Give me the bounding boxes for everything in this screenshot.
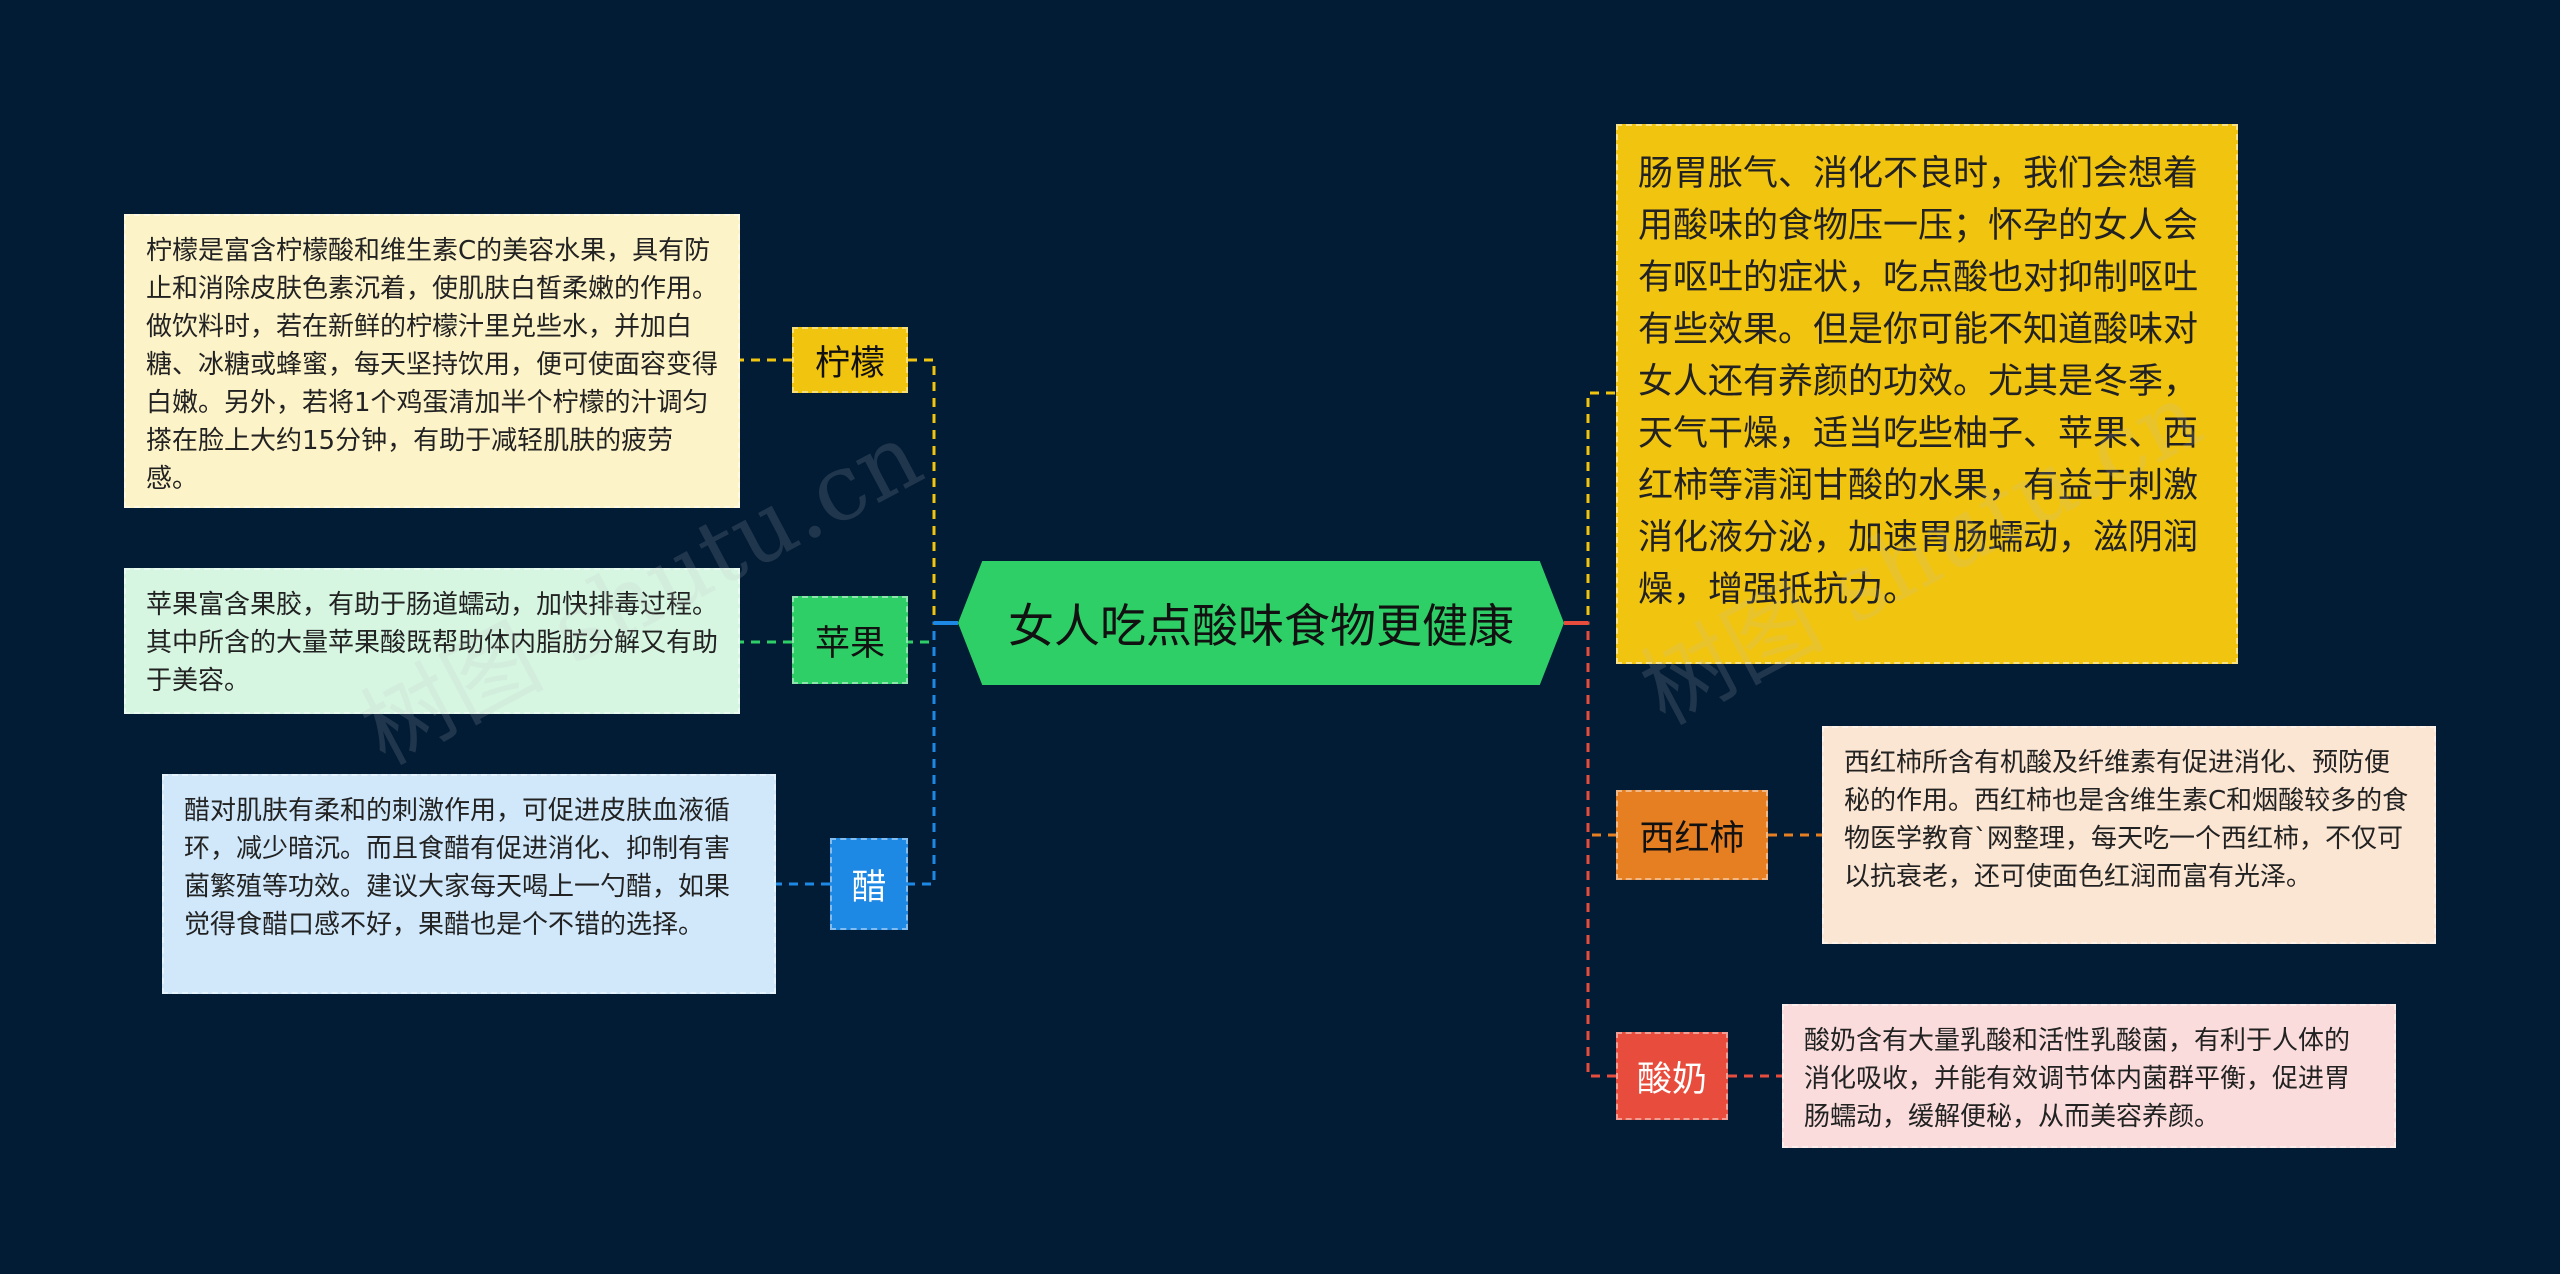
central-topic[interactable]: 女人吃点酸味食物更健康 <box>958 561 1564 685</box>
desc-lemon-text: 柠檬是富含柠檬酸和维生素C的美容水果，具有防止和消除皮肤色素沉着，使肌肤白皙柔嫩… <box>146 236 719 494</box>
connector-tomato <box>1564 621 1616 837</box>
connector-vinegar <box>908 621 958 886</box>
desc-apple: 苹果富含果胶，有助于肠道蠕动，加快排毒过程。其中所含的大量苹果酸既帮助体内脂肪分… <box>124 568 740 714</box>
topic-yogurt-label: 酸奶 <box>1636 1059 1707 1100</box>
topic-lemon-label: 柠檬 <box>814 343 885 384</box>
topic-lemon[interactable]: 柠檬 <box>792 327 908 393</box>
topic-vinegar-label: 醋 <box>851 867 887 908</box>
connector-lemon <box>908 358 958 625</box>
desc-vinegar: 醋对肌肤有柔和的刺激作用，可促进皮肤血液循环，减少暗沉。而且食醋有促进消化、抑制… <box>162 774 776 994</box>
desc-tomato: 西红柿所含有机酸及纤维素有促进消化、预防便秘的作用。西红柿也是含维生素C和烟酸较… <box>1822 726 2436 944</box>
topic-apple[interactable]: 苹果 <box>792 596 908 684</box>
desc-yogurt-text: 酸奶含有大量乳酸和活性乳酸菌，有利于人体的消化吸收，并能有效调节体内菌群平衡，促… <box>1804 1026 2351 1132</box>
desc-intro-text: 肠胃胀气、消化不良时，我们会想着用酸味的食物压一压；怀孕的女人会有呕吐的症状，吃… <box>1638 154 2199 610</box>
connector-intro <box>1564 391 1616 625</box>
desc-yogurt: 酸奶含有大量乳酸和活性乳酸菌，有利于人体的消化吸收，并能有效调节体内菌群平衡，促… <box>1782 1004 2396 1148</box>
topic-tomato[interactable]: 西红柿 <box>1616 790 1768 880</box>
desc-vinegar-text: 醋对肌肤有柔和的刺激作用，可促进皮肤血液循环，减少暗沉。而且食醋有促进消化、抑制… <box>184 796 731 940</box>
connector-yogurt <box>1564 621 1616 1078</box>
topic-apple-label: 苹果 <box>814 623 885 664</box>
desc-intro: 肠胃胀气、消化不良时，我们会想着用酸味的食物压一压；怀孕的女人会有呕吐的症状，吃… <box>1616 124 2238 664</box>
topic-yogurt[interactable]: 酸奶 <box>1616 1032 1728 1120</box>
desc-lemon: 柠檬是富含柠檬酸和维生素C的美容水果，具有防止和消除皮肤色素沉着，使肌肤白皙柔嫩… <box>124 214 740 508</box>
topic-tomato-label: 西红柿 <box>1639 818 1745 859</box>
central-topic-label: 女人吃点酸味食物更健康 <box>1008 599 1514 653</box>
topic-vinegar[interactable]: 醋 <box>830 838 908 930</box>
desc-tomato-text: 西红柿所含有机酸及纤维素有促进消化、预防便秘的作用。西红柿也是含维生素C和烟酸较… <box>1844 748 2409 892</box>
desc-apple-text: 苹果富含果胶，有助于肠道蠕动，加快排毒过程。其中所含的大量苹果酸既帮助体内脂肪分… <box>146 590 719 696</box>
